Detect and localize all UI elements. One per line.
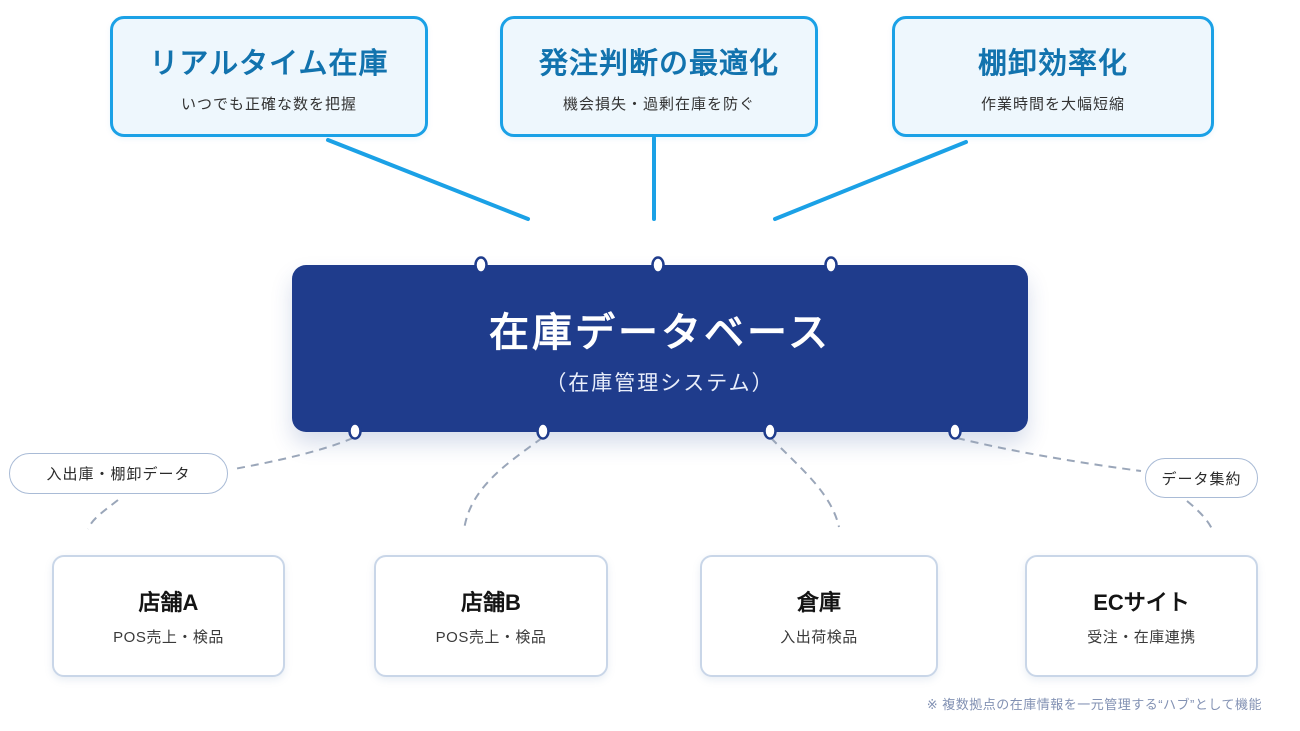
benefit-title: リアルタイム在庫 xyxy=(149,47,389,80)
connector-hub-to-left-pill xyxy=(233,437,354,470)
source-subtitle: 受注・在庫連携 xyxy=(1087,629,1196,646)
connector-hub-to-store-b xyxy=(463,437,543,531)
source-title: 店舗B xyxy=(461,590,521,615)
flow-label-text: 入出庫・棚卸データ xyxy=(46,466,191,483)
connector-hub-to-warehouse xyxy=(770,437,840,528)
benefit-subtitle: 機会損失・過剰在庫を防ぐ xyxy=(562,95,755,113)
source-title: 店舗A xyxy=(138,590,199,615)
benefit-subtitle: 作業時間を大幅短縮 xyxy=(980,95,1125,113)
source-card-store-a: 店舗A POS売上・検品 xyxy=(52,555,285,677)
benefit-subtitle: いつでも正確な数を把握 xyxy=(180,95,357,113)
footnote: ※ 複数拠点の在庫情報を一元管理する“ハブ”として機能 xyxy=(926,697,1262,712)
benefit-card-stocktaking-efficiency: 棚卸効率化 作業時間を大幅短縮 xyxy=(892,16,1214,137)
flow-label-data-aggregation: データ集約 xyxy=(1145,458,1258,498)
hub-title: 在庫データベース xyxy=(489,311,831,355)
benefit-title: 発注判断の最適化 xyxy=(538,47,779,80)
source-connector-lines xyxy=(87,437,1213,531)
connector-hub-to-right-pill xyxy=(956,437,1142,472)
benefit-connector-lines xyxy=(326,136,968,221)
benefit-card-order-optimization: 発注判断の最適化 機会損失・過剰在庫を防ぐ xyxy=(500,16,818,137)
hub-box-inventory-database: 在庫データベース （在庫管理システム） xyxy=(292,265,1028,432)
connector-benefit-1 xyxy=(326,138,530,221)
source-title: 倉庫 xyxy=(796,590,841,615)
hub-subtitle: （在庫管理システム） xyxy=(545,372,775,395)
flow-label-inout-stocktaking-data: 入出庫・棚卸データ xyxy=(9,453,228,494)
source-subtitle: POS売上・検品 xyxy=(113,629,224,646)
source-subtitle: POS売上・検品 xyxy=(435,629,547,646)
source-card-store-b: 店舗B POS売上・検品 xyxy=(374,555,608,677)
benefit-title: 棚卸効率化 xyxy=(977,47,1128,80)
connector-right-pill-to-ec xyxy=(1186,500,1213,530)
source-subtitle: 入出荷検品 xyxy=(780,629,858,646)
source-title: ECサイト xyxy=(1093,590,1190,615)
flow-label-text: データ集約 xyxy=(1161,470,1242,488)
source-card-ec-site: ECサイト 受注・在庫連携 xyxy=(1025,555,1258,677)
source-card-warehouse: 倉庫 入出荷検品 xyxy=(700,555,938,677)
connector-left-pill-to-store-a xyxy=(87,499,119,530)
connector-benefit-3 xyxy=(773,140,968,221)
benefit-card-realtime-stock: リアルタイム在庫 いつでも正確な数を把握 xyxy=(110,16,428,137)
